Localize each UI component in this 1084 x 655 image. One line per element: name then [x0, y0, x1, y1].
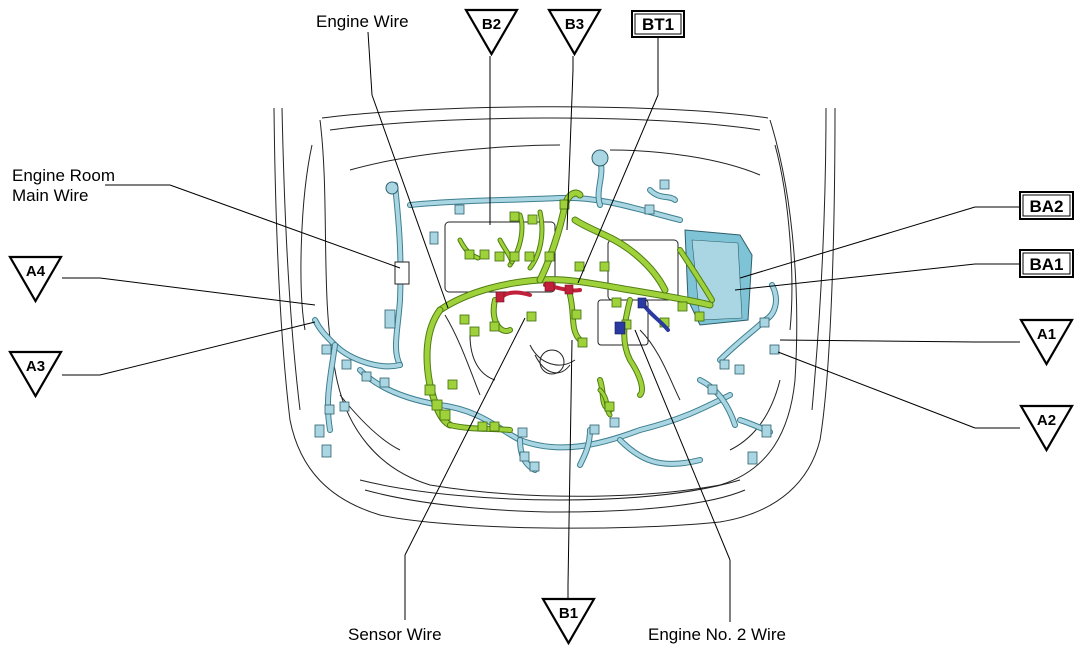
- marker-bt1-label: BT1: [642, 15, 674, 34]
- marker-a1: A1: [1019, 318, 1074, 367]
- marker-a2: A2: [1019, 404, 1074, 453]
- vehicle-body-outline: [273, 106, 836, 529]
- label-engine-no2-wire: Engine No. 2 Wire: [648, 625, 786, 644]
- marker-a3-label: A3: [26, 358, 45, 375]
- marker-b1-label: B1: [559, 605, 578, 622]
- marker-b2-label: B2: [482, 16, 501, 33]
- engine-room-main-harness: [312, 149, 780, 473]
- accent-wires: [495, 281, 670, 335]
- marker-a4-label: A4: [26, 263, 46, 280]
- leader-lines: [62, 31, 1023, 622]
- label-engine-room-main-wire-line2: Main Wire: [12, 186, 89, 205]
- marker-a1-label: A1: [1037, 326, 1056, 343]
- marker-a2-label: A2: [1037, 412, 1056, 429]
- marker-b1: B1: [541, 597, 596, 646]
- engine-harness: [423, 189, 715, 433]
- label-sensor-wire: Sensor Wire: [348, 625, 442, 644]
- marker-ba2: BA2: [1019, 191, 1074, 220]
- marker-ba1-label: BA1: [1029, 255, 1063, 274]
- marker-b3-label: B3: [565, 16, 584, 33]
- marker-ba2-label: BA2: [1029, 197, 1063, 216]
- marker-ba1: BA1: [1019, 249, 1074, 278]
- label-engine-wire: Engine Wire: [316, 12, 409, 31]
- marker-a3: A3: [8, 350, 63, 399]
- label-engine-room-main-wire-line1: Engine Room: [12, 166, 115, 185]
- marker-b3: B3: [547, 8, 602, 57]
- marker-a4: A4: [8, 255, 63, 304]
- marker-bt1: BT1: [631, 10, 685, 38]
- marker-b2: B2: [464, 8, 519, 57]
